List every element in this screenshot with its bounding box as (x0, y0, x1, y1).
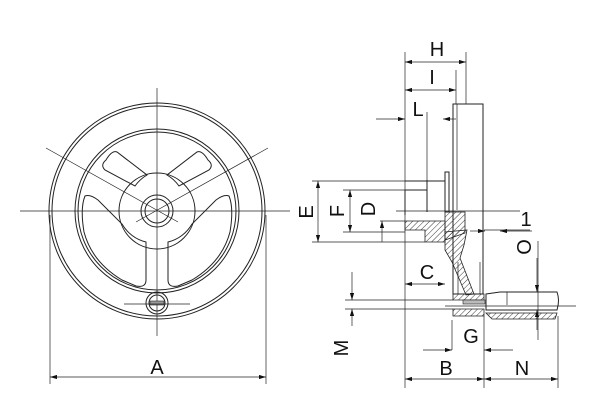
label-C: C (420, 262, 434, 284)
label-G: G (463, 326, 479, 348)
label-1: 1 (520, 209, 531, 231)
label-O: O (514, 239, 536, 255)
label-B: B (439, 358, 452, 380)
label-H: H (430, 39, 444, 61)
label-M: M (331, 340, 353, 357)
knob (145, 291, 169, 315)
label-N: N (515, 358, 529, 380)
front-view (20, 88, 290, 384)
label-L: L (412, 99, 423, 121)
label-F: F (327, 205, 349, 217)
label-A: A (150, 357, 164, 379)
label-D: D (358, 202, 380, 216)
label-I: I (429, 67, 435, 89)
label-E: E (296, 205, 318, 218)
side-view (312, 52, 576, 388)
